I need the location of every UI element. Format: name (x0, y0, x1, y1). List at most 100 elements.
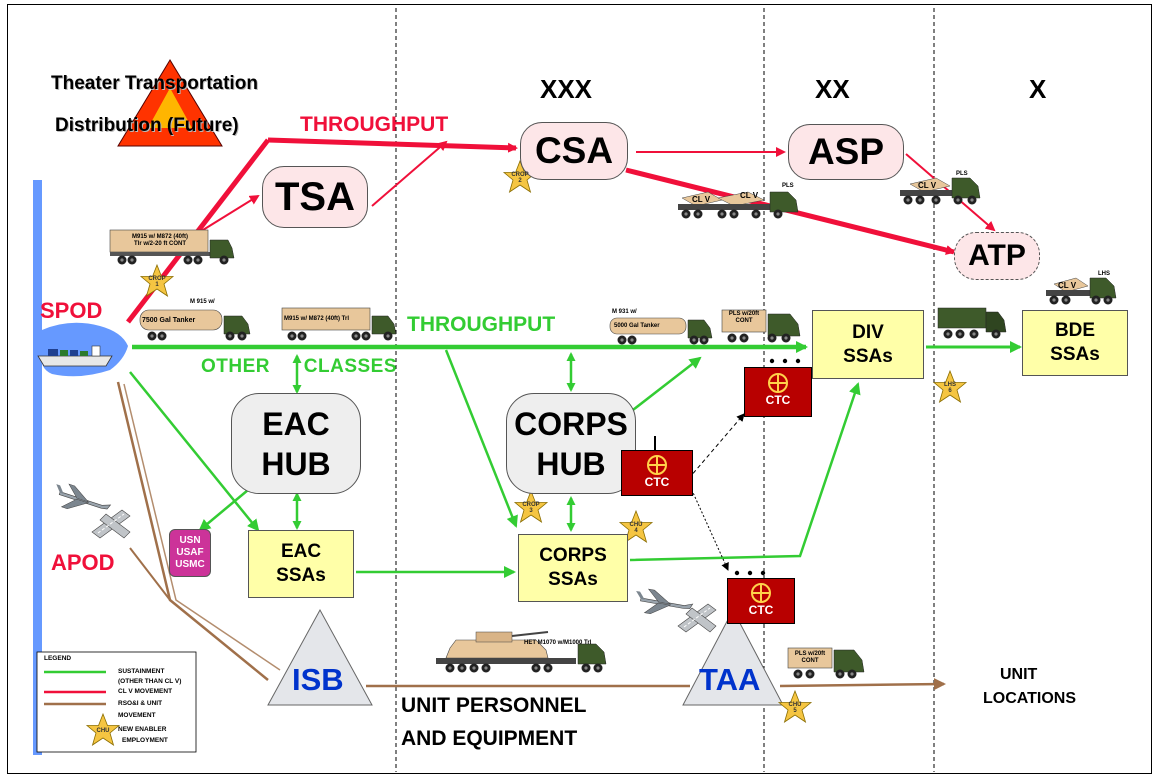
lhs-truck-label: LHS (1098, 271, 1110, 277)
title-emblem-icon (117, 59, 223, 147)
eac-ssas-line-2: SSAs (276, 565, 326, 586)
clv-lhs-label: CL V (1058, 281, 1077, 290)
pls-taa-label: PLS w/20ft CONT (788, 651, 832, 665)
chu5-line-1: CHU (788, 702, 802, 708)
chu4-line-1: CHU (629, 522, 643, 528)
isb-label[interactable]: ISB (292, 662, 344, 697)
truck-pls-container-icon (721, 309, 801, 343)
het-tank-transporter-icon (436, 631, 607, 673)
unit-locations-line-2: LOCATIONS (983, 690, 1077, 707)
legend-enabler-2: EMPLOYMENT (122, 737, 168, 744)
corps-ssas-node[interactable]: CORPS SSAs (518, 534, 628, 602)
green-throughput-to-corps-ssas (444, 349, 518, 528)
m915-m872-label: M915 w/ M872 (40ft) Tlr w/2-20 ft CONT (112, 234, 208, 248)
taa-label[interactable]: TAA (699, 662, 761, 697)
truck-m931-tanker-icon (609, 317, 713, 345)
lhs6-line-1: LHS (944, 382, 956, 388)
spod-label: SPOD (40, 298, 103, 323)
truck-lhs-clv-icon (1046, 277, 1117, 305)
eac-ssas-line-1: EAC (280, 541, 322, 562)
corps-ssas-line-2: SSAs (548, 569, 598, 590)
brown-taa-to-unit (779, 678, 946, 691)
taa-triangle (682, 608, 784, 706)
throughput-green-label: THROUGHPUT (407, 313, 556, 336)
echelon-division: XX (815, 74, 850, 104)
pls-container-label: PLS w/20ft CONT (722, 311, 766, 325)
m931-top-label: M 931 w/ (612, 309, 637, 315)
ctc-wheel-icon (768, 373, 788, 393)
ctc-dots-upper (769, 358, 801, 364)
m915-tanker-top-label: M 915 w/ (190, 299, 215, 305)
crop1-line-2: 1 (155, 282, 159, 288)
legend-rsoi-1: RSO&I & UNIT (118, 700, 163, 707)
legend-title: LEGEND (44, 655, 72, 662)
tsa-label: TSA (275, 174, 355, 219)
ctc-link-up (683, 413, 745, 485)
runway-apod-icon (91, 509, 131, 539)
truck-pls-clv-asp-icon (900, 177, 981, 205)
csa-node[interactable]: CSA (520, 122, 628, 180)
services-box[interactable]: USN USAF USMC (169, 529, 211, 577)
pls-csa-label: PLS (782, 183, 794, 189)
crop1-line-1: CROP (148, 276, 166, 282)
title-line-1: Theater Transportation (51, 73, 258, 94)
truck-cargo-green-icon (937, 307, 1007, 339)
crop3-line-1: CROP (522, 502, 540, 508)
m915-flatbed-label: M915 w/ M872 (40ft) Trl (284, 316, 350, 322)
bde-ssas-line-1: BDE (1054, 320, 1096, 341)
pls-taa-line-2: CONT (801, 658, 819, 664)
tsa-node[interactable]: TSA (262, 166, 368, 228)
truck-m915-flatbed-icon (281, 307, 397, 341)
echelon-brigade: X (1029, 74, 1047, 104)
aircraft-apod-icon (49, 479, 114, 522)
asp-label: ASP (807, 131, 885, 172)
eac-hub-line-2: HUB (261, 445, 331, 482)
ctc-box-lower[interactable]: CTC (727, 578, 795, 624)
green-port-to-eac-ssas (129, 371, 260, 532)
bde-ssas-line-2: SSAs (1050, 344, 1100, 365)
legend-box (36, 651, 197, 753)
ctc-box-upper[interactable]: CTC (744, 367, 812, 417)
corps-ssas-line-1: CORPS (539, 545, 607, 566)
corps-hub-line-1: CORPS (514, 405, 628, 442)
corps-hub-node[interactable]: CORPS HUB (506, 393, 636, 494)
diagram-frame (7, 4, 1152, 774)
m915-m872-line-1: M915 w/ M872 (40ft) (131, 234, 189, 240)
chu5-line-2: 5 (793, 708, 797, 714)
services-usmc: USMC (175, 559, 205, 570)
eac-hub-node[interactable]: EAC HUB (231, 393, 361, 494)
clv-csa-2-label: CL V (740, 191, 759, 200)
truck-pls-taa-icon (787, 647, 865, 679)
div-ssas-node[interactable]: DIV SSAs (812, 310, 924, 379)
ctc-box-corps[interactable]: CTC (621, 450, 693, 496)
eac-hub-line-1: EAC (262, 405, 330, 442)
truck-m915-tanker-icon (139, 309, 251, 341)
asp-node[interactable]: ASP (788, 124, 904, 180)
corps-hub-line-2: HUB (536, 445, 606, 482)
apod-label: APOD (51, 550, 115, 575)
chu4-line-2: 4 (634, 528, 638, 534)
m915-tanker-body-label: 7500 Gal Tanker (142, 317, 196, 324)
ctc-label-lower: CTC (748, 603, 774, 617)
ship-icon (37, 345, 113, 367)
pls-asp-label: PLS (956, 171, 968, 177)
throughput-red-label: THROUGHPUT (300, 113, 449, 136)
truck-m915-m872-icon (109, 229, 235, 265)
csa-label: CSA (534, 130, 614, 171)
ctc-link-down (689, 485, 729, 571)
eac-ssas-node[interactable]: EAC SSAs (248, 530, 354, 598)
red-flow-top-to-csa (267, 137, 518, 153)
legend-sustainment-1: SUSTAINMENT (118, 668, 165, 675)
bde-ssas-node[interactable]: BDE SSAs (1022, 310, 1128, 376)
unit-personnel-line-1: UNIT PERSONNEL (401, 694, 587, 717)
brown-port-to-isb-2 (123, 383, 281, 671)
atp-node[interactable]: ATP (954, 232, 1040, 280)
aircraft-division-icon (632, 586, 695, 622)
